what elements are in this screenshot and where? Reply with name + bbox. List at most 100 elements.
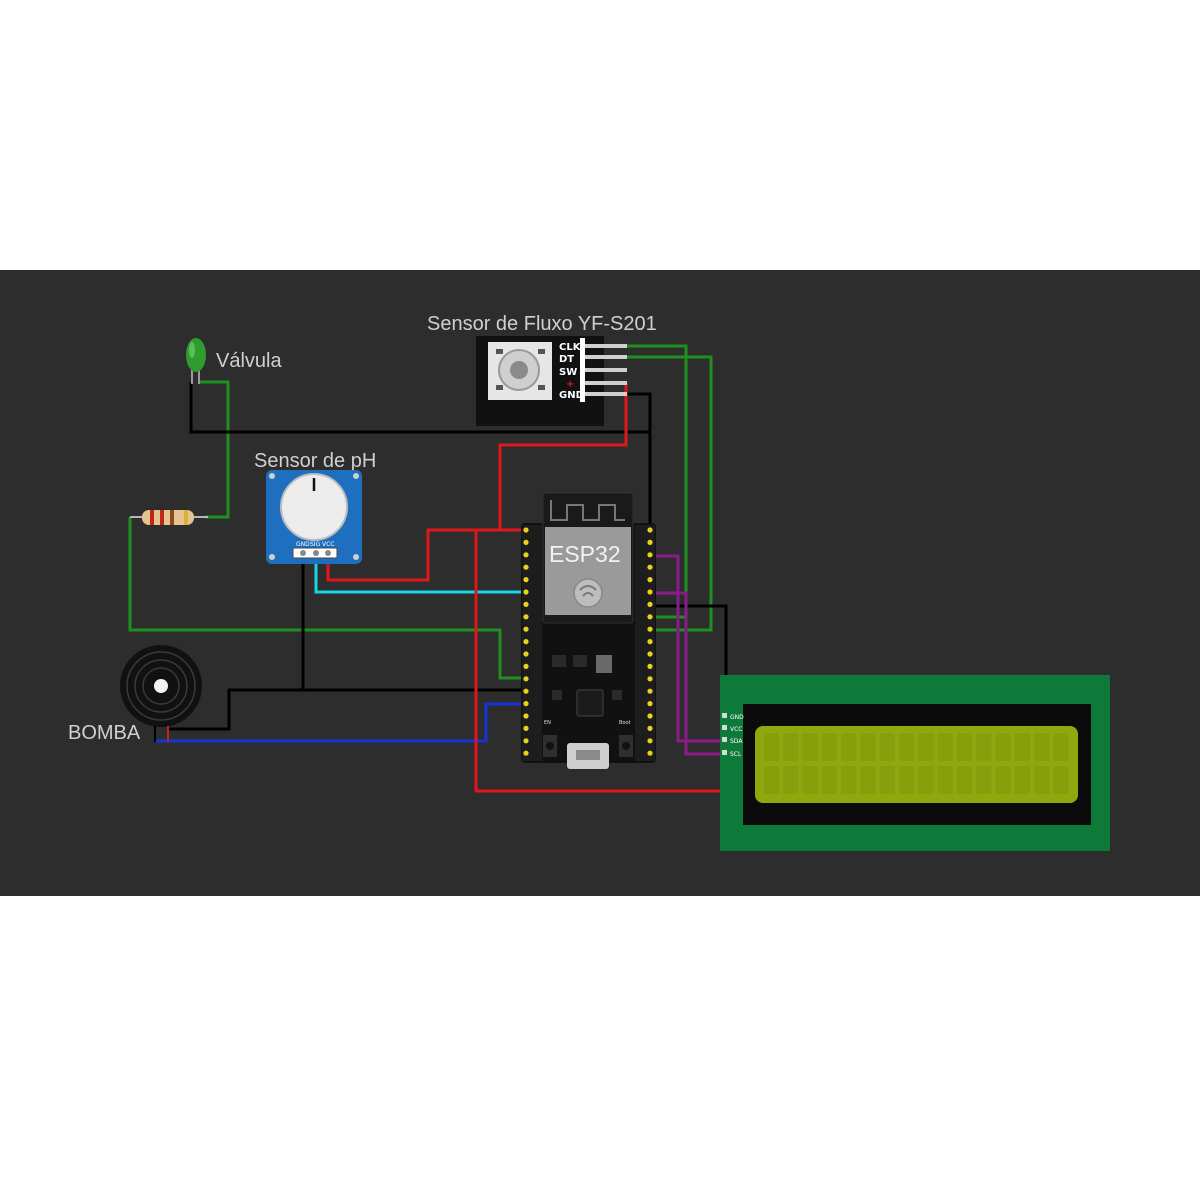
esp32-pin[interactable] <box>523 651 529 657</box>
wire-ph-gnd[interactable] <box>301 555 526 692</box>
esp32-pin[interactable] <box>647 750 653 756</box>
lcd-cell <box>995 733 1011 761</box>
wire-buzzer-sig[interactable] <box>155 702 526 743</box>
ph-pin-gnd: GND <box>296 541 310 548</box>
ph-sensor[interactable]: GND SIG VCC <box>266 470 362 564</box>
esp32-pin[interactable] <box>523 527 529 533</box>
flow-sensor-label: Sensor de Fluxo YF-S201 <box>427 313 657 335</box>
esp32-pin[interactable] <box>523 639 529 645</box>
esp32-pin[interactable] <box>647 589 653 595</box>
wire-lcd-scl[interactable] <box>650 591 726 756</box>
lcd-cell <box>1053 766 1069 794</box>
esp32-pin[interactable] <box>647 725 653 732</box>
wire-buzzer-gnd[interactable] <box>168 688 303 731</box>
led-label: Válvula <box>216 350 282 372</box>
esp32-pin[interactable] <box>647 688 653 694</box>
esp32-pin[interactable] <box>647 713 653 719</box>
esp32-pin[interactable] <box>647 639 653 645</box>
esp32-pin[interactable] <box>523 725 529 732</box>
wire-ph-sig[interactable] <box>314 555 526 594</box>
esp32-pin[interactable] <box>523 626 529 632</box>
esp32-label: ESP32 <box>549 541 621 567</box>
lcd-cell <box>1034 766 1050 794</box>
esp32-pin[interactable] <box>647 527 653 533</box>
esp32-pin[interactable] <box>647 626 653 632</box>
esp32-pin[interactable] <box>647 552 653 558</box>
lcd-cell <box>899 766 915 794</box>
lcd-cell <box>976 733 992 761</box>
esp32-board[interactable]: ESP32 EN Boot <box>521 492 656 769</box>
lcd-cell <box>957 766 972 794</box>
esp32-pin[interactable] <box>523 577 529 583</box>
flow-pin-vcc: + <box>566 379 574 390</box>
lcd-cell <box>1014 766 1030 794</box>
lcd-display[interactable]: GND VCC SDA SCL <box>720 675 1110 851</box>
esp32-pin[interactable] <box>523 738 529 744</box>
wire-flow-clk[interactable] <box>626 344 688 619</box>
wire-lcd-gnd[interactable] <box>650 604 728 717</box>
lcd-cell <box>764 733 779 761</box>
wire-ph-vcc[interactable] <box>326 528 526 582</box>
esp32-pin[interactable] <box>523 564 529 570</box>
lcd-pin-vcc: VCC <box>730 726 742 733</box>
wire-flow-gnd[interactable] <box>626 392 652 530</box>
esp32-pin[interactable] <box>523 539 529 546</box>
lcd-cell <box>783 733 799 761</box>
esp32-pin[interactable] <box>647 701 653 707</box>
esp32-pin[interactable] <box>647 564 653 570</box>
led[interactable] <box>186 338 206 384</box>
esp32-pin[interactable] <box>647 676 653 682</box>
lcd-cell <box>821 766 837 794</box>
esp32-pin[interactable] <box>523 713 529 719</box>
ph-pin-vcc: VCC <box>322 541 334 548</box>
lcd-cell <box>879 766 895 794</box>
lcd-cell <box>957 733 972 761</box>
esp32-pin[interactable] <box>647 577 653 583</box>
flow-sensor-pin-leads <box>585 344 627 396</box>
wire-flow-dt[interactable] <box>626 355 713 632</box>
buzzer-label: BOMBA <box>68 722 141 744</box>
flow-sensor[interactable]: CLK DT SW + GND <box>476 336 627 426</box>
esp32-pin[interactable] <box>523 601 529 608</box>
lcd-cell <box>976 766 992 794</box>
wire-resistor-esp[interactable] <box>128 517 526 680</box>
esp32-pin[interactable] <box>523 552 529 558</box>
circuit-svg: Válvula Sensor de Fluxo YF-S201 CLK DT S… <box>68 313 1110 851</box>
lcd-cell <box>937 766 953 794</box>
lcd-cell <box>841 766 857 794</box>
lcd-pin-gnd: GND <box>730 714 744 721</box>
esp32-pin[interactable] <box>523 750 529 756</box>
esp32-pin[interactable] <box>523 589 529 595</box>
lcd-cell <box>1014 733 1030 761</box>
esp32-boot-label: Boot <box>619 720 631 726</box>
esp32-pin[interactable] <box>647 601 653 608</box>
esp32-pin[interactable] <box>523 688 529 694</box>
wire-led-resistor[interactable] <box>198 380 230 519</box>
esp32-pin[interactable] <box>647 614 653 620</box>
resistor[interactable] <box>130 510 208 525</box>
lcd-cell <box>918 766 934 794</box>
lcd-cell <box>821 733 837 761</box>
lcd-cell <box>783 766 799 794</box>
buzzer[interactable] <box>120 645 202 742</box>
flow-pin-gnd: GND <box>559 390 584 401</box>
esp32-pin[interactable] <box>523 676 529 682</box>
esp32-pin[interactable] <box>647 663 653 670</box>
lcd-cell <box>918 733 934 761</box>
lcd-cell <box>879 733 895 761</box>
esp32-pin[interactable] <box>523 614 529 620</box>
lcd-cell <box>995 766 1011 794</box>
esp32-pin[interactable] <box>523 663 529 670</box>
lcd-cell <box>860 766 876 794</box>
esp32-en-label: EN <box>544 720 551 726</box>
esp32-pin[interactable] <box>523 701 529 707</box>
lcd-cell <box>1053 733 1069 761</box>
wire-lcd-sda[interactable] <box>650 554 726 743</box>
esp32-pin[interactable] <box>647 651 653 657</box>
esp32-pin[interactable] <box>647 738 653 744</box>
lcd-cell <box>1034 733 1050 761</box>
esp32-pin[interactable] <box>647 539 653 546</box>
wire-led-gnd[interactable] <box>189 382 650 434</box>
lcd-cell <box>841 733 857 761</box>
flow-pin-dt: DT <box>559 354 574 365</box>
